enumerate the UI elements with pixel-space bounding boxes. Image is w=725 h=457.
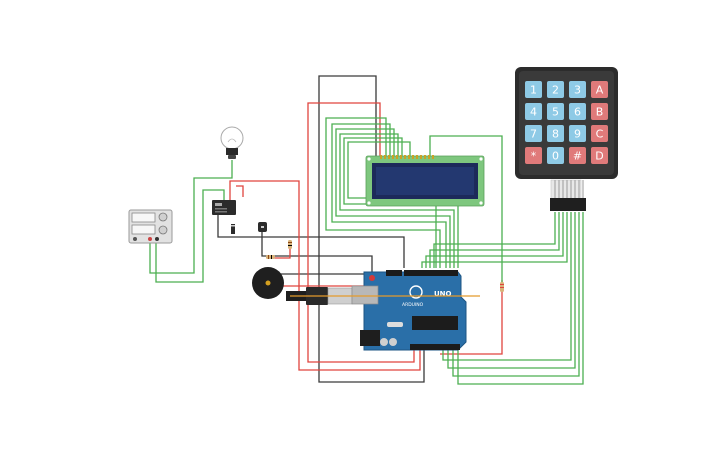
header-top xyxy=(386,270,458,276)
wire-green-relay[interactable] xyxy=(155,189,225,283)
keypad[interactable]: 1 2 3 A 4 5 6 B 7 8 9 C * 0 # D xyxy=(515,67,618,211)
wire-green-lcd-5[interactable] xyxy=(343,137,459,268)
keypad-key-label: 0 xyxy=(552,150,559,163)
wire-green-kp-4[interactable] xyxy=(421,212,568,268)
resistor-2[interactable] xyxy=(288,240,292,249)
keypad-key[interactable]: 0 xyxy=(547,147,564,164)
keypad-key-label: 8 xyxy=(552,128,559,141)
keypad-key-label: C xyxy=(596,128,604,141)
keypad-ribbon xyxy=(554,180,584,200)
microcontroller-chip xyxy=(412,316,458,330)
wire-red-3[interactable] xyxy=(236,185,244,197)
resistor-3[interactable] xyxy=(500,282,504,292)
keypad-key[interactable]: 9 xyxy=(569,125,586,142)
keypad-key[interactable]: * xyxy=(525,147,542,164)
keypad-keys: 1 2 3 A 4 5 6 B 7 8 9 C * 0 # D xyxy=(525,81,608,164)
wire-red-5[interactable] xyxy=(440,280,503,355)
keypad-key-label: 6 xyxy=(574,106,581,119)
light-bulb[interactable] xyxy=(220,126,244,159)
wire-green-lcd-6[interactable] xyxy=(347,141,437,268)
power-supply[interactable] xyxy=(128,209,173,244)
relay[interactable] xyxy=(212,200,236,215)
wire-red-1[interactable] xyxy=(307,102,415,363)
keypad-connector xyxy=(550,198,586,211)
keypad-key-label: 2 xyxy=(552,84,559,97)
wire-green-kp-7[interactable] xyxy=(452,212,580,377)
wire-black-1[interactable] xyxy=(318,75,425,383)
keypad-key-label: 9 xyxy=(574,128,581,141)
keypad-key[interactable]: 6 xyxy=(569,103,586,120)
arduino-brand: ARDUINO xyxy=(402,302,424,308)
keypad-key-label: # xyxy=(573,150,582,163)
keypad-key-label: 3 xyxy=(574,84,581,97)
piezo-buzzer[interactable] xyxy=(252,267,284,299)
keypad-key[interactable]: # xyxy=(569,147,586,164)
keypad-key-label: 4 xyxy=(530,106,537,119)
keypad-key[interactable]: C xyxy=(591,125,608,142)
keypad-key-label: A xyxy=(596,84,604,97)
wire-green-kp-2[interactable] xyxy=(429,212,560,268)
usb-port xyxy=(351,285,379,305)
wire-green-bulb[interactable] xyxy=(149,160,233,274)
lcd-display[interactable] xyxy=(365,155,485,207)
lcd-pin-header xyxy=(380,155,434,159)
keypad-key-label: D xyxy=(595,150,603,163)
keypad-key-label: 1 xyxy=(530,84,537,97)
keypad-key[interactable]: 8 xyxy=(547,125,564,142)
wire-green-lcd-7[interactable] xyxy=(429,135,503,285)
keypad-key-label: 5 xyxy=(552,106,559,119)
keypad-key-label: 7 xyxy=(530,128,537,141)
arduino-uno[interactable]: ARDUINO UNO xyxy=(351,270,467,351)
keypad-key[interactable]: 1 xyxy=(525,81,542,98)
resistor-1[interactable] xyxy=(266,255,275,259)
header-bottom xyxy=(410,344,460,350)
keypad-key[interactable]: 4 xyxy=(525,103,542,120)
wire-green-kp-6[interactable] xyxy=(447,212,576,369)
wires-red xyxy=(229,102,503,371)
keypad-key[interactable]: D xyxy=(591,147,608,164)
keypad-key-label: * xyxy=(531,150,537,163)
wire-red-4[interactable] xyxy=(268,247,291,259)
keypad-key[interactable]: 3 xyxy=(569,81,586,98)
wire-green-kp-1[interactable] xyxy=(433,212,556,268)
power-jack xyxy=(360,330,380,346)
wire-green-kp-5[interactable] xyxy=(442,212,572,361)
keypad-key[interactable]: 7 xyxy=(525,125,542,142)
wire-red-2[interactable] xyxy=(229,180,421,371)
arduino-model: UNO xyxy=(434,290,452,298)
diode[interactable] xyxy=(231,224,235,234)
wire-black-3[interactable] xyxy=(261,232,373,272)
keypad-key-label: B xyxy=(596,106,604,119)
wire-green-kp-8[interactable] xyxy=(457,212,584,385)
transistor[interactable] xyxy=(258,222,267,232)
wires-green xyxy=(149,117,584,385)
keypad-key[interactable]: B xyxy=(591,103,608,120)
keypad-key[interactable]: 2 xyxy=(547,81,564,98)
keypad-key[interactable]: 5 xyxy=(547,103,564,120)
wire-black-2[interactable] xyxy=(217,200,405,268)
keypad-key[interactable]: A xyxy=(591,81,608,98)
